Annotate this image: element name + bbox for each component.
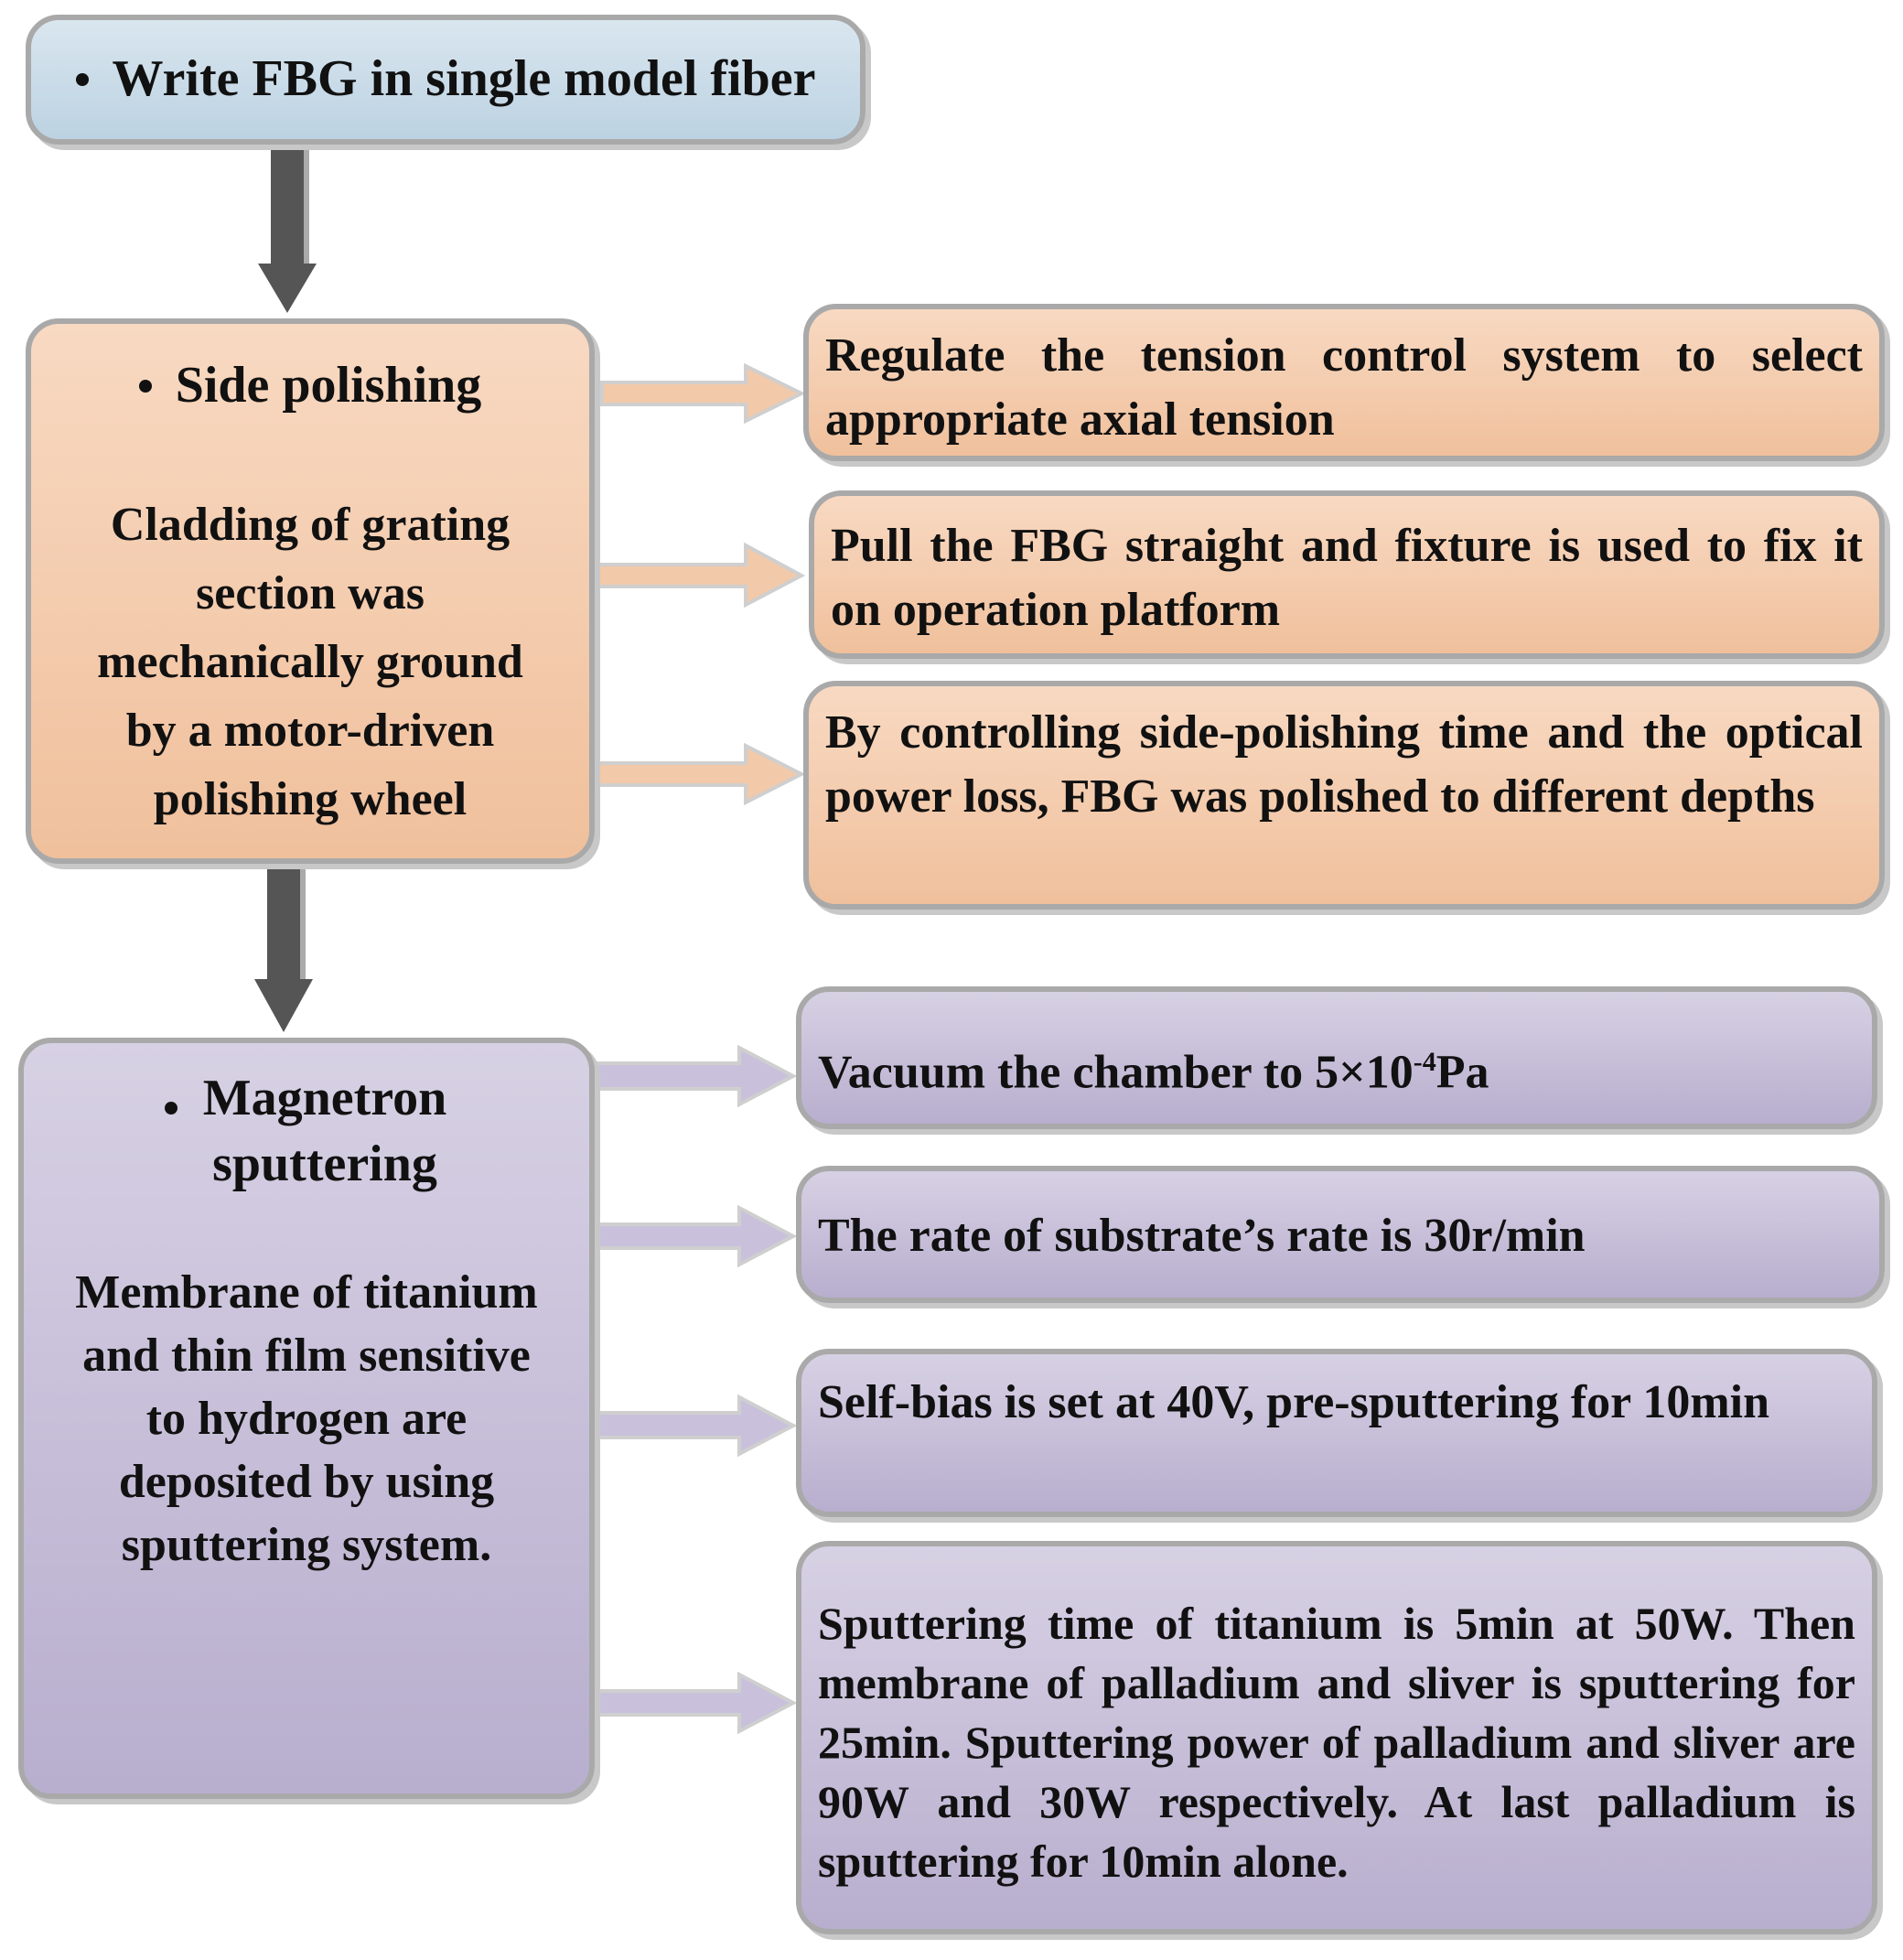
write-fbg-box: Write FBG in single model fiber — [26, 15, 865, 145]
substrate-rate-box: The rate of substrate’s rate is 30r/min — [796, 1166, 1885, 1303]
polishing-depth-box: By controlling side-polishing time and t… — [803, 681, 1885, 910]
right-arrow-polish-2 — [593, 542, 806, 608]
tension-control-text: Regulate the tension control system to s… — [825, 329, 1863, 446]
polishing-depth-text: By controlling side-polishing time and t… — [825, 706, 1863, 823]
side-polishing-title: Side polishing — [175, 357, 482, 414]
right-arrow-sputter-3 — [588, 1394, 798, 1458]
side-polishing-description: Cladding of grating section was mechanic… — [97, 499, 523, 825]
sputtering-time-text: Sputtering time of titanium is 5min at 5… — [818, 1598, 1855, 1887]
right-arrow-sputter-4 — [581, 1671, 798, 1735]
fixture-box: Pull the FBG straight and fixture is use… — [809, 490, 1885, 659]
bullet-icon — [75, 73, 89, 86]
right-arrow-sputter-2 — [581, 1204, 798, 1268]
vacuum-text: Vacuum the chamber to 5×10-4Pa — [818, 1030, 1855, 1104]
self-bias-box: Self-bias is set at 40V, pre-sputtering … — [796, 1349, 1877, 1517]
bullet-icon — [165, 1102, 177, 1115]
right-arrow-polish-3 — [597, 742, 806, 806]
down-arrow-1 — [258, 145, 317, 313]
tension-control-box: Regulate the tension control system to s… — [803, 304, 1885, 461]
down-arrow-2 — [254, 869, 313, 1032]
sputtering-time-box: Sputtering time of titanium is 5min at 5… — [796, 1541, 1877, 1934]
right-arrow-polish-1 — [600, 362, 806, 425]
write-fbg-title: Write FBG in single model fiber — [112, 50, 816, 108]
substrate-rate-text: The rate of substrate’s rate is 30r/min — [818, 1210, 1586, 1262]
bullet-icon — [138, 379, 152, 393]
vacuum-unit: Pa — [1435, 1046, 1489, 1099]
vacuum-prefix: Vacuum the chamber to 5×10 — [818, 1046, 1414, 1099]
fixture-text: Pull the FBG straight and fixture is use… — [831, 520, 1863, 636]
side-polishing-box: Side polishing Cladding of grating secti… — [26, 318, 595, 864]
vacuum-box: Vacuum the chamber to 5×10-4Pa — [796, 986, 1877, 1129]
magnetron-sputtering-title: Magnetron sputtering — [202, 1070, 447, 1192]
vacuum-exponent: -4 — [1413, 1047, 1436, 1077]
self-bias-text: Self-bias is set at 40V, pre-sputtering … — [818, 1376, 1769, 1428]
magnetron-sputtering-box: Magnetron sputtering Membrane of titaniu… — [18, 1038, 595, 1799]
magnetron-sputtering-description: Membrane of titanium and thin film sensi… — [75, 1266, 538, 1571]
right-arrow-sputter-1 — [581, 1044, 798, 1108]
